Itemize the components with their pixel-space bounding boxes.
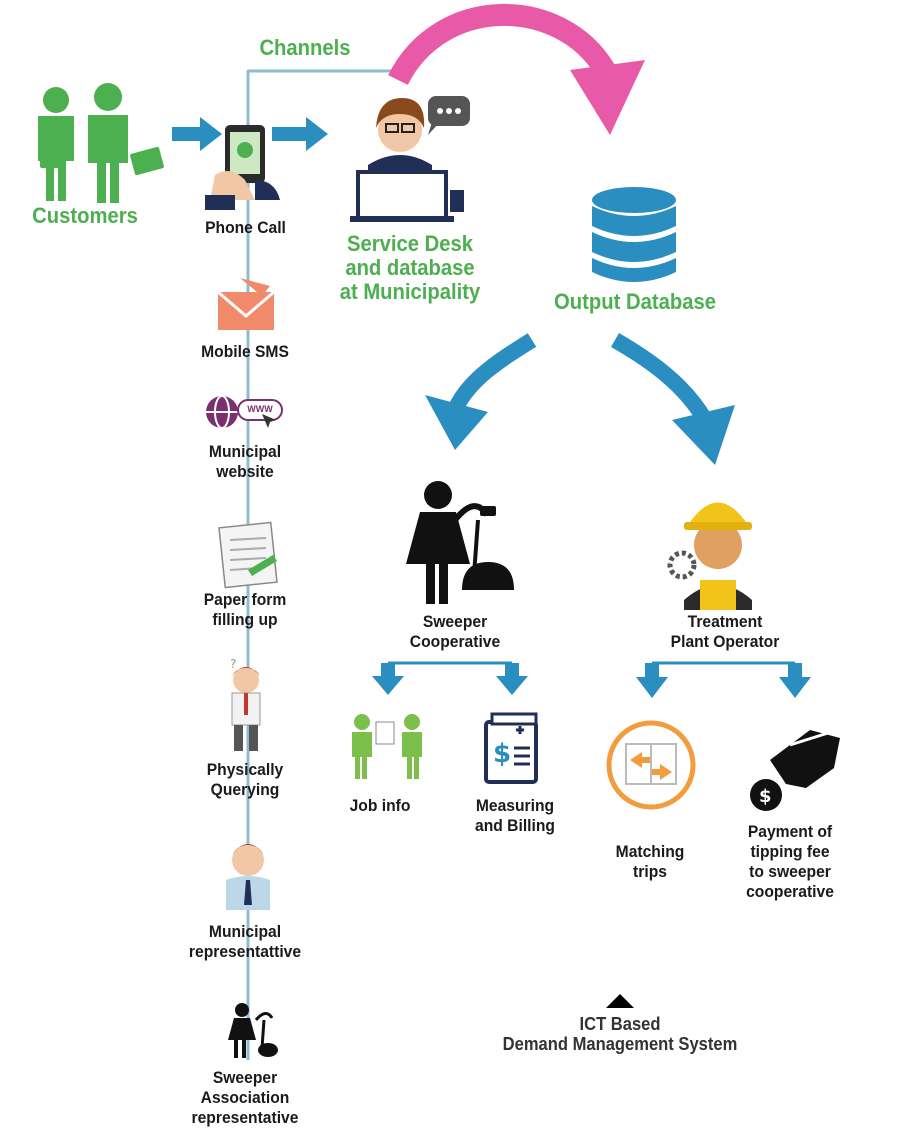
physically-querying-label: Physically Querying (206, 760, 284, 799)
paper-form-label: Paper form filling up (203, 590, 287, 629)
arrow-db-to-treatment (611, 333, 735, 465)
paper-form-icon (218, 521, 278, 589)
municipal-rep-label: Municipal representattive (188, 922, 302, 961)
mobile-sms-icon (217, 278, 275, 330)
measuring-billing-icon: $ (484, 712, 538, 784)
municipal-rep-icon (226, 844, 270, 910)
customers-icon (38, 83, 164, 203)
job-info-icon (352, 714, 422, 779)
matching-label: Matching trips (615, 842, 685, 881)
payment-hand-icon: $ (750, 730, 840, 811)
customers-label: Customers (32, 203, 138, 228)
sweeper-assoc-icon (228, 1003, 278, 1058)
mobile-sms-label: Mobile SMS (201, 342, 289, 361)
output-database-label: Output Database (554, 289, 716, 314)
arrow-db-to-sweeper (425, 333, 537, 450)
sweeper-branch (372, 661, 528, 695)
sweeper-coop-label: Sweeper Cooperative (409, 612, 501, 651)
phone-call-icon (205, 125, 280, 210)
pink-curved-arrow (388, 4, 645, 135)
svg-text:$: $ (759, 786, 772, 807)
arrow-phone-to-desk (272, 117, 328, 151)
arrow-customers-to-phone (172, 117, 222, 151)
ict-label: ICT Based Demand Management System (502, 1014, 738, 1054)
sweeper-assoc-label: Sweeper Association representative (191, 1068, 299, 1127)
matching-trips-icon (606, 720, 696, 810)
service-desk-label: Service Desk and database at Municipalit… (339, 231, 481, 304)
channels-label: Channels (259, 35, 351, 60)
measuring-label: Measuring and Billing (475, 796, 555, 835)
svg-text:$: $ (493, 739, 511, 769)
querying-person-icon: ? (230, 657, 261, 751)
treatment-branch (636, 661, 811, 698)
treatment-label: Treatment Plant Operator (670, 612, 780, 651)
sweeper-coop-icon (406, 481, 514, 604)
ict-triangle (606, 994, 634, 1008)
municipal-website-label: Municipal website (208, 442, 282, 481)
svg-text:?: ? (230, 657, 236, 671)
job-info-label: Job info (349, 796, 411, 815)
website-globe-icon (206, 395, 283, 429)
payment-label: Payment of tipping fee to sweeper cooper… (746, 822, 834, 901)
database-icon (592, 187, 676, 282)
treatment-operator-icon (667, 502, 752, 610)
phone-call-label: Phone Call (205, 218, 286, 237)
www-text: WWW (247, 404, 273, 414)
service-desk-icon (350, 96, 470, 222)
